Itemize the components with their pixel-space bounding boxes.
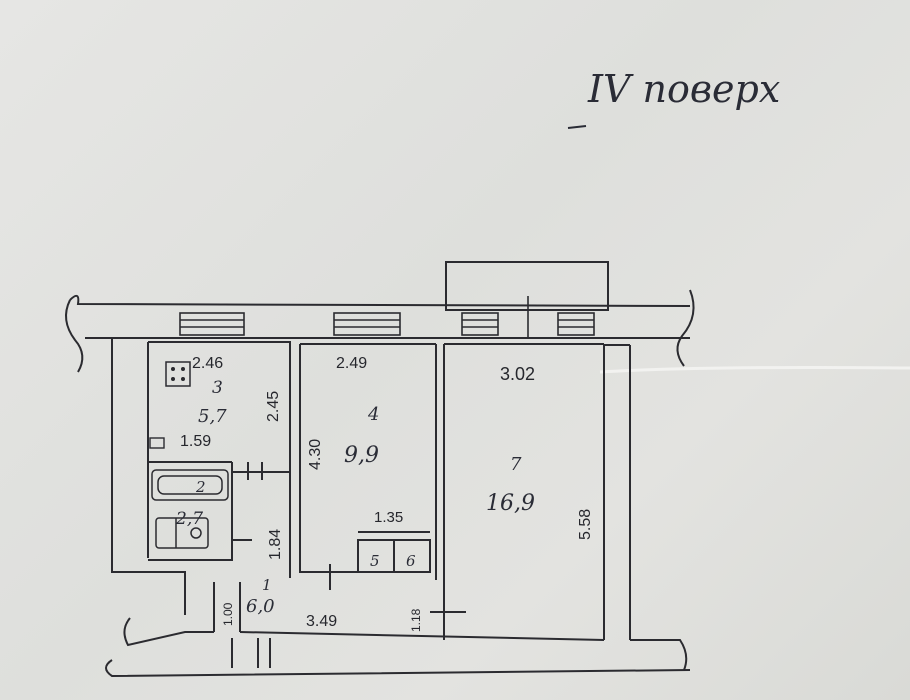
dim-kitchen-width: 2.46 xyxy=(192,355,223,372)
partitions xyxy=(148,341,604,668)
room-5-number: 5 xyxy=(370,552,380,570)
dim-room4-width: 2.49 xyxy=(336,355,367,372)
dim-kitchen-depth: 2.45 xyxy=(265,391,282,422)
room-1-area: 6,0 xyxy=(246,596,275,617)
windows xyxy=(179,296,595,338)
room-3-area: 5,7 xyxy=(198,406,227,427)
dim-kitchen-inner: 1.59 xyxy=(180,433,211,450)
room-4-area: 9,9 xyxy=(344,443,379,468)
room-6-number: 6 xyxy=(406,552,416,570)
dim-room7-width: 3.02 xyxy=(500,364,535,384)
room-7-number: 7 xyxy=(510,454,522,475)
dim-hall-depth: 1.84 xyxy=(267,529,284,560)
dim-room7-depth: 5.58 xyxy=(577,509,594,540)
room-4-number: 4 xyxy=(367,404,379,425)
dim-hall-side: 1.00 xyxy=(221,602,235,626)
dim-hall-step: 1.18 xyxy=(409,608,423,632)
room-3-number: 3 xyxy=(212,378,223,398)
dim-closet-width: 1.35 xyxy=(374,509,403,526)
balcony xyxy=(445,261,609,311)
room-7-area: 16,9 xyxy=(486,491,535,516)
outer-walls xyxy=(65,289,695,678)
room-2-area: 2,7 xyxy=(175,509,203,529)
floor-label: IV поверх xyxy=(587,67,780,111)
room-2-number: 2 xyxy=(195,478,206,496)
stove-icon xyxy=(165,361,191,387)
dim-hall-width: 3.49 xyxy=(306,613,337,630)
room-1-number: 1 xyxy=(262,576,272,594)
dim-room4-depth: 4.30 xyxy=(307,439,324,470)
bathroom-fixtures xyxy=(151,469,229,549)
